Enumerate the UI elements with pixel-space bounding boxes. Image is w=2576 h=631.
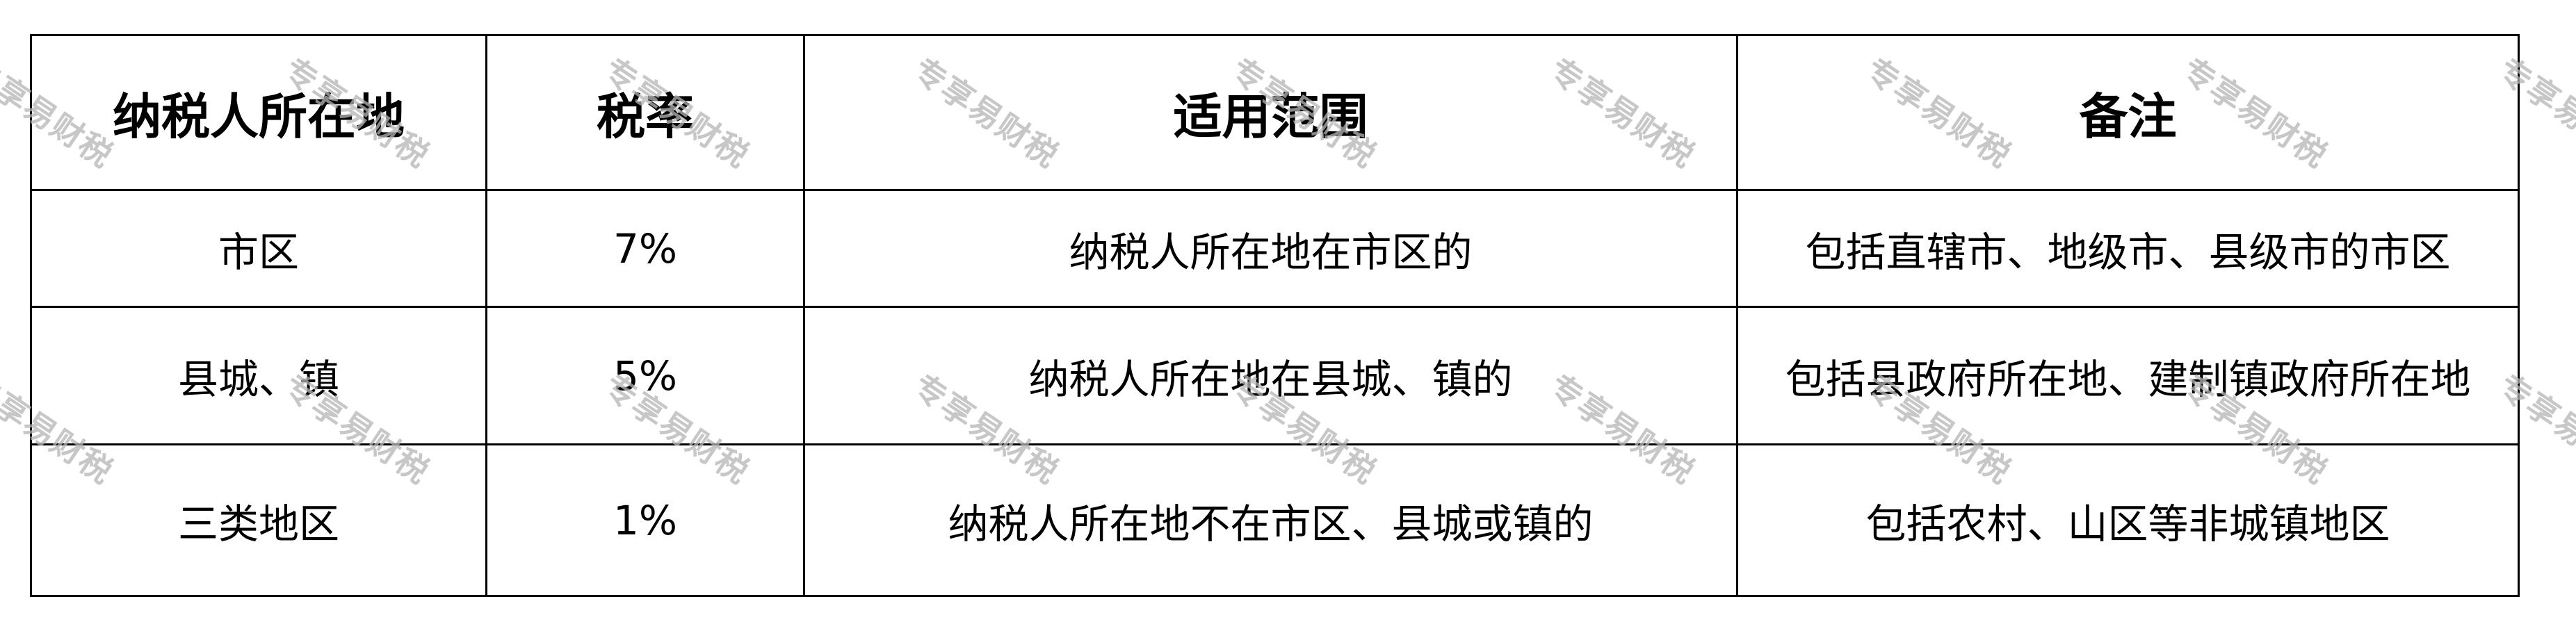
cell-rate: 5% (485, 306, 805, 445)
cell-rate: 1% (485, 443, 805, 597)
header-note: 备注 (1736, 34, 2520, 191)
cell-note: 包括直辖市、地级市、县级市的市区 (1736, 189, 2520, 308)
cell-location: 县城、镇 (30, 306, 487, 445)
header-location: 纳税人所在地 (30, 34, 487, 191)
table-row: 市区 7% 纳税人所在地在市区的 包括直辖市、地级市、县级市的市区 (30, 189, 2520, 308)
cell-location: 三类地区 (30, 443, 487, 597)
table-row: 三类地区 1% 纳税人所在地不在市区、县城或镇的 包括农村、山区等非城镇地区 (30, 443, 2520, 597)
table-row: 县城、镇 5% 纳税人所在地在县城、镇的 包括县政府所在地、建制镇政府所在地 (30, 306, 2520, 445)
cell-location: 市区 (30, 189, 487, 308)
cell-rate: 7% (485, 189, 805, 308)
cell-note: 包括县政府所在地、建制镇政府所在地 (1736, 306, 2520, 445)
cell-scope: 纳税人所在地不在市区、县城或镇的 (803, 443, 1738, 597)
header-scope: 适用范围 (803, 34, 1738, 191)
cell-scope: 纳税人所在地在市区的 (803, 189, 1738, 308)
cell-note: 包括农村、山区等非城镇地区 (1736, 443, 2520, 597)
tax-rate-table: 纳税人所在地 税率 适用范围 备注 市区 7% 纳税人所在地在市区的 包括直辖市… (30, 34, 2520, 597)
table-header-row: 纳税人所在地 税率 适用范围 备注 (30, 34, 2520, 191)
header-rate: 税率 (485, 34, 805, 191)
cell-scope: 纳税人所在地在县城、镇的 (803, 306, 1738, 445)
